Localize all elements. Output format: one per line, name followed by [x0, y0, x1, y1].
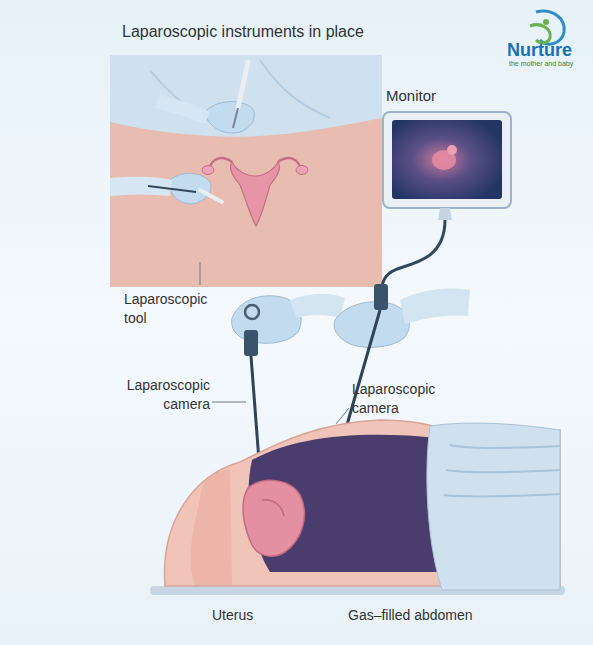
logo-text: Nurture	[507, 38, 572, 62]
instrument-handle	[245, 305, 259, 319]
drape	[110, 55, 382, 137]
logo-icon	[530, 11, 564, 44]
part-label: Gas–filled abdomen	[348, 606, 473, 625]
part-label: Monitor	[386, 86, 506, 106]
monitor	[383, 112, 511, 208]
uterus-fold	[262, 500, 284, 516]
part-label: Laparoscopic camera	[352, 380, 456, 418]
part-label: Uterus	[212, 606, 312, 625]
logo-tagline: the mother and baby	[509, 59, 573, 68]
sleeve	[110, 177, 172, 196]
sleeve	[400, 288, 470, 324]
tool-tip	[233, 108, 238, 128]
uterus	[243, 480, 304, 556]
ovary	[202, 166, 214, 175]
pelvis	[191, 470, 232, 585]
logo-dot	[543, 19, 549, 25]
diagram-title: Laparoscopic instruments in place	[122, 21, 442, 43]
leader-line	[212, 402, 246, 403]
glove	[205, 102, 254, 133]
sleeve	[155, 95, 210, 124]
glove	[232, 296, 301, 343]
tool-shaft	[200, 190, 222, 202]
monitor-stand	[438, 208, 452, 220]
fallopian-tube	[210, 158, 300, 166]
instrument-connector	[374, 284, 388, 310]
abdomen-view	[110, 55, 382, 287]
tool-cable	[148, 186, 196, 192]
sleeve	[290, 294, 345, 318]
part-label: Laparoscopic tool	[124, 290, 224, 328]
tool-shaft	[238, 62, 248, 108]
leader-line	[200, 262, 201, 285]
monitor-screen	[392, 120, 502, 199]
uterus-small	[230, 162, 279, 226]
part-label: Laparoscopic camera	[106, 376, 210, 414]
instrument-connector	[244, 330, 258, 356]
blanket	[427, 423, 560, 590]
leader-line	[336, 408, 349, 424]
fetus-head	[447, 145, 457, 155]
ovary	[296, 166, 308, 175]
blanket-fold	[444, 445, 560, 497]
skin	[110, 55, 382, 287]
camera-cable	[382, 220, 445, 290]
